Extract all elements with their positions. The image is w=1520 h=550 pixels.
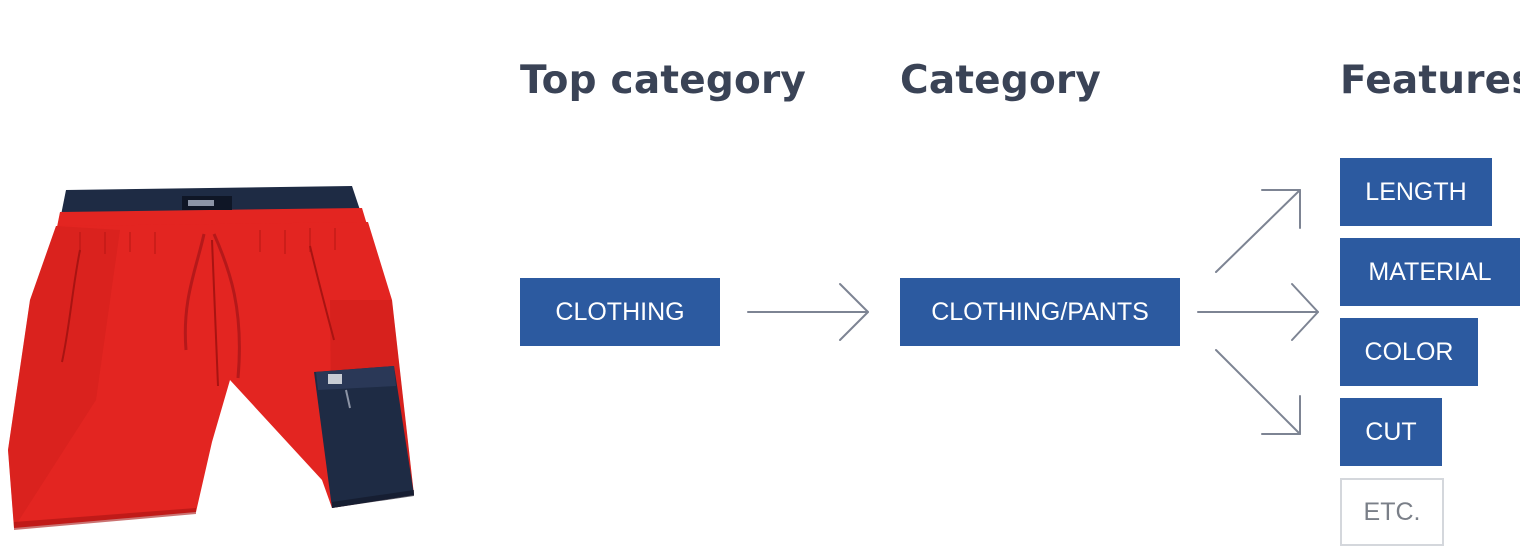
arrow-category-to-features-down bbox=[1215, 349, 1301, 435]
feature-etc: ETC. bbox=[1340, 478, 1444, 546]
category-node: CLOTHING/PANTS bbox=[900, 278, 1180, 346]
category-heading: Category bbox=[900, 58, 1101, 103]
features-heading: Features bbox=[1340, 58, 1520, 103]
top-category-node: CLOTHING bbox=[520, 278, 720, 346]
feature-color: COLOR bbox=[1340, 318, 1478, 386]
arrow-category-to-features-up bbox=[1215, 189, 1301, 273]
feature-length: LENGTH bbox=[1340, 158, 1492, 226]
arrow-category-to-features-mid bbox=[1197, 283, 1319, 341]
feature-material: MATERIAL bbox=[1340, 238, 1520, 306]
red-shorts-icon bbox=[8, 186, 414, 530]
arrow-top-to-category bbox=[747, 283, 869, 341]
top-category-heading: Top category bbox=[520, 58, 807, 103]
feature-cut: CUT bbox=[1340, 398, 1442, 466]
